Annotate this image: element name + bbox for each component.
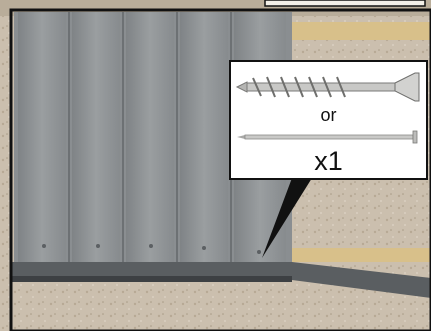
fastener-callout: or x1 [229,60,428,180]
wood-beam-bottom [292,248,431,262]
base-rail-shadow [10,276,292,282]
top-frame-edge [265,0,425,6]
or-label: or [231,105,426,126]
wood-beam-top [292,22,431,40]
screw-icon [235,70,425,104]
quantity-label: x1 [231,146,426,176]
nail-icon [235,130,425,144]
